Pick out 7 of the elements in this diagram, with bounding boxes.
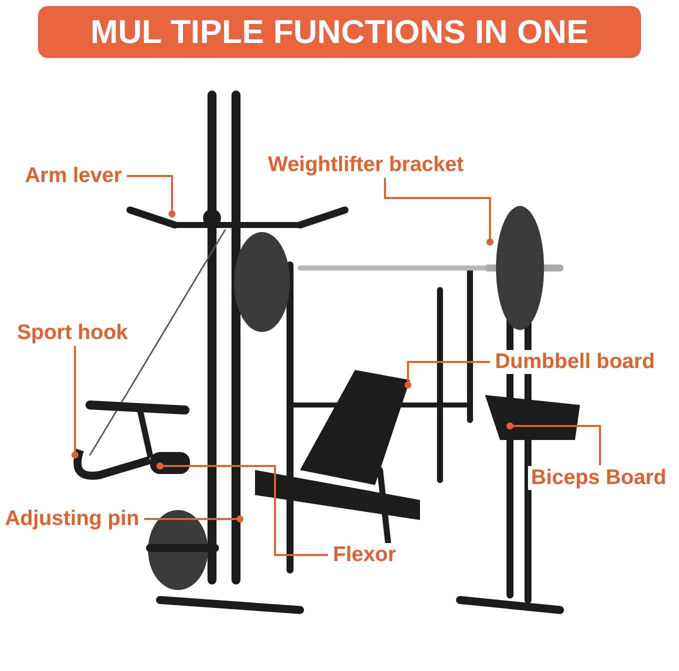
leader-line — [506, 422, 601, 465]
leader-line — [404, 361, 490, 388]
leader-line — [156, 462, 328, 556]
leader-line — [384, 178, 494, 246]
leader-line — [126, 175, 176, 218]
leader-line — [72, 346, 78, 458]
title-banner: MUL TIPLE FUNCTIONS IN ONE — [38, 6, 641, 58]
